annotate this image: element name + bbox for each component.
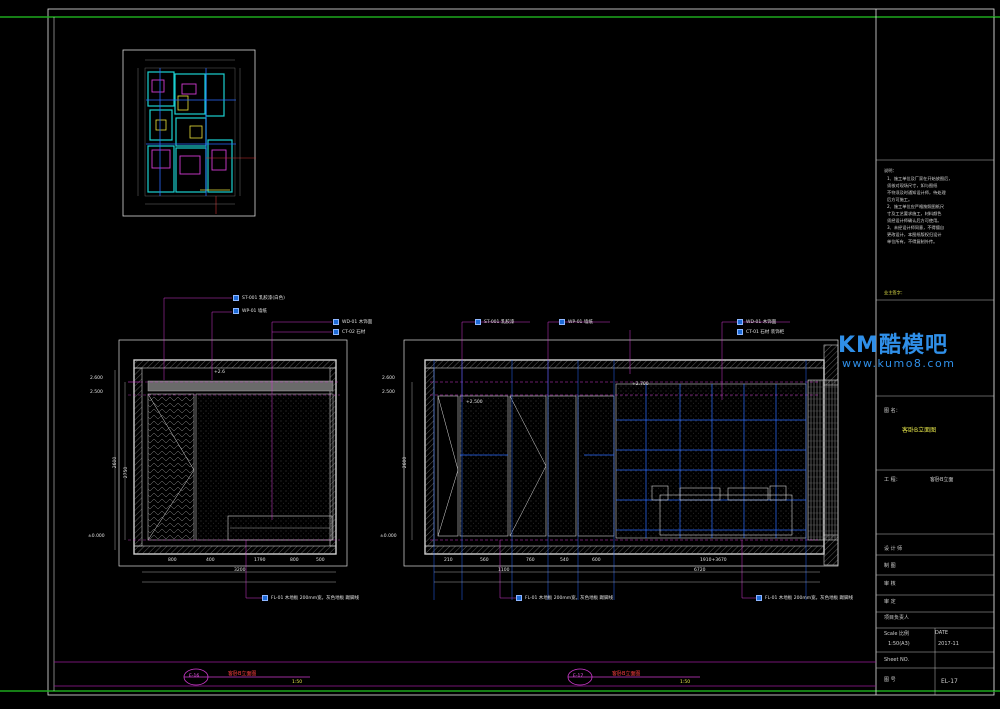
left-elev-scale: 1:50 — [292, 680, 303, 685]
callout-label: WP-01 墙纸 — [242, 309, 267, 314]
dim-left: 1100 — [498, 568, 510, 573]
dim-text: 500 — [316, 558, 325, 563]
dim-text: 540 — [560, 558, 569, 563]
callout-marker — [756, 595, 762, 601]
dim-text: 760 — [526, 558, 535, 563]
note-line: 1、施工单位及厂家在开始放图后， — [887, 176, 953, 181]
callout-marker — [516, 595, 522, 601]
note-line: 须经设计师确认后方可使用。 — [887, 218, 942, 223]
callout-label: WD-01 木饰面 — [342, 320, 373, 325]
title-block — [876, 159, 994, 695]
drawing-name: 客卧B立面图 — [902, 427, 937, 434]
dim-total: 3200 — [234, 568, 246, 573]
dim-text: 800 — [168, 558, 177, 563]
date-value: 2017-11 — [938, 641, 959, 647]
bottom-markers — [183, 668, 700, 686]
left-elev-marker: E-16 — [189, 674, 200, 679]
draw-label: 制 图 — [884, 563, 896, 569]
page-value: EL-17 — [941, 678, 958, 685]
callout-marker — [333, 329, 339, 335]
level-label: ±0.000 — [88, 534, 105, 539]
sheet-label: Sheet NO. — [884, 657, 910, 663]
callout-marker — [559, 319, 565, 325]
level-mark: +2.6 — [214, 370, 225, 375]
page-label: 图 号 — [884, 677, 896, 683]
level-label: 2.500 — [382, 390, 395, 395]
note-line: 单位所有，不得复制外传。 — [887, 239, 938, 244]
callout-label: FL-01 木地板 200mm宽，灰色地板 踢脚线 — [765, 596, 854, 601]
note-line: 3、未经设计师同意，不得擅自 — [887, 225, 945, 230]
callout-label: FL-01 木地板 200mm宽，灰色地板 踢脚线 — [525, 596, 614, 601]
level-label: ±0.000 — [380, 534, 397, 539]
callout-label: WD-01 木饰面 — [746, 320, 777, 325]
right-elevation — [403, 321, 839, 600]
dim-text: 800 — [290, 558, 299, 563]
designer-label: 设 计 师 — [884, 546, 903, 552]
dim-text: 600 — [592, 558, 601, 563]
right-elev-title: 客卧B立面图 — [612, 671, 641, 677]
watermark-url: www.kumo8.com — [842, 357, 956, 370]
callout-label: FL-01 木地板 200mm宽，灰色地板 踢脚线 — [271, 596, 360, 601]
callout-marker — [262, 595, 268, 601]
dim-total: 6720 — [694, 568, 706, 573]
callout-marker — [233, 295, 239, 301]
inner-level: +2.500 — [466, 400, 483, 405]
note-line: 更改设计，本图纸版权归设计 — [887, 232, 942, 237]
level-label: 2.500 — [90, 390, 103, 395]
project-label: 工 程： — [884, 477, 901, 483]
callout-label: CT-02 石材 — [342, 330, 366, 335]
watermark-logo: KM酷模吧 — [838, 333, 948, 358]
dim-text: 400 — [206, 558, 215, 563]
height-total-dim: 2750 — [124, 466, 130, 479]
review-label: 项目负责人 — [884, 615, 910, 621]
left-elev-title: 客卧B立面图 — [228, 671, 257, 677]
notes-header: 说明： — [884, 168, 897, 173]
level-label: 2.600 — [382, 376, 395, 381]
key-plan — [122, 49, 256, 217]
dim-text: 1790 — [254, 558, 266, 563]
callout-label: ST-001 乳胶漆 — [484, 320, 515, 325]
callout-marker — [475, 319, 481, 325]
owner-signature-label: 业主签字： — [884, 290, 905, 295]
callout-marker — [233, 308, 239, 314]
level-label: 2.600 — [90, 376, 103, 381]
scale-value: 1:50(A3) — [888, 641, 910, 647]
level-mark: +2.700 — [632, 382, 649, 387]
check-label: 审 核 — [884, 581, 896, 587]
right-elev-scale: 1:50 — [680, 680, 691, 685]
callout-marker — [737, 329, 743, 335]
project-value: 客卧B立面 — [930, 477, 954, 483]
drawing-name-label: 图 名： — [884, 408, 901, 414]
note-line: 2、施工单位应严格按照图纸尺 — [887, 204, 945, 209]
callout-label: WP-01 墙纸 — [568, 320, 593, 325]
callout-marker — [333, 319, 339, 325]
scale-label: Scale 比例 — [884, 631, 910, 637]
callout-label: CT-01 石材 装饰柜 — [746, 330, 785, 335]
date-label: DATE — [935, 630, 949, 636]
note-line: 后方可施工。 — [887, 197, 913, 202]
dim-text: 560 — [480, 558, 489, 563]
height-dim: 2600 — [113, 456, 119, 469]
dim-text: 1910+3670 — [700, 558, 727, 563]
callout-marker — [737, 319, 743, 325]
watermark: KM酷模吧 www.kumo8.com — [838, 327, 958, 377]
dim-text: 210 — [444, 558, 453, 563]
approve-label: 审 定 — [884, 599, 896, 605]
callout-label: ST-001 乳胶漆(白色) — [242, 296, 285, 301]
note-line: 须核对现场尺寸，如与图纸 — [887, 183, 938, 188]
note-line: 寸及工艺要求施工，材料颜色 — [887, 211, 942, 216]
right-elev-marker: E-17 — [573, 674, 584, 679]
height-dim: 2600 — [403, 456, 409, 469]
left-elevation — [114, 297, 348, 599]
note-line: 不符须及时通知设计师，待处理 — [887, 190, 946, 195]
